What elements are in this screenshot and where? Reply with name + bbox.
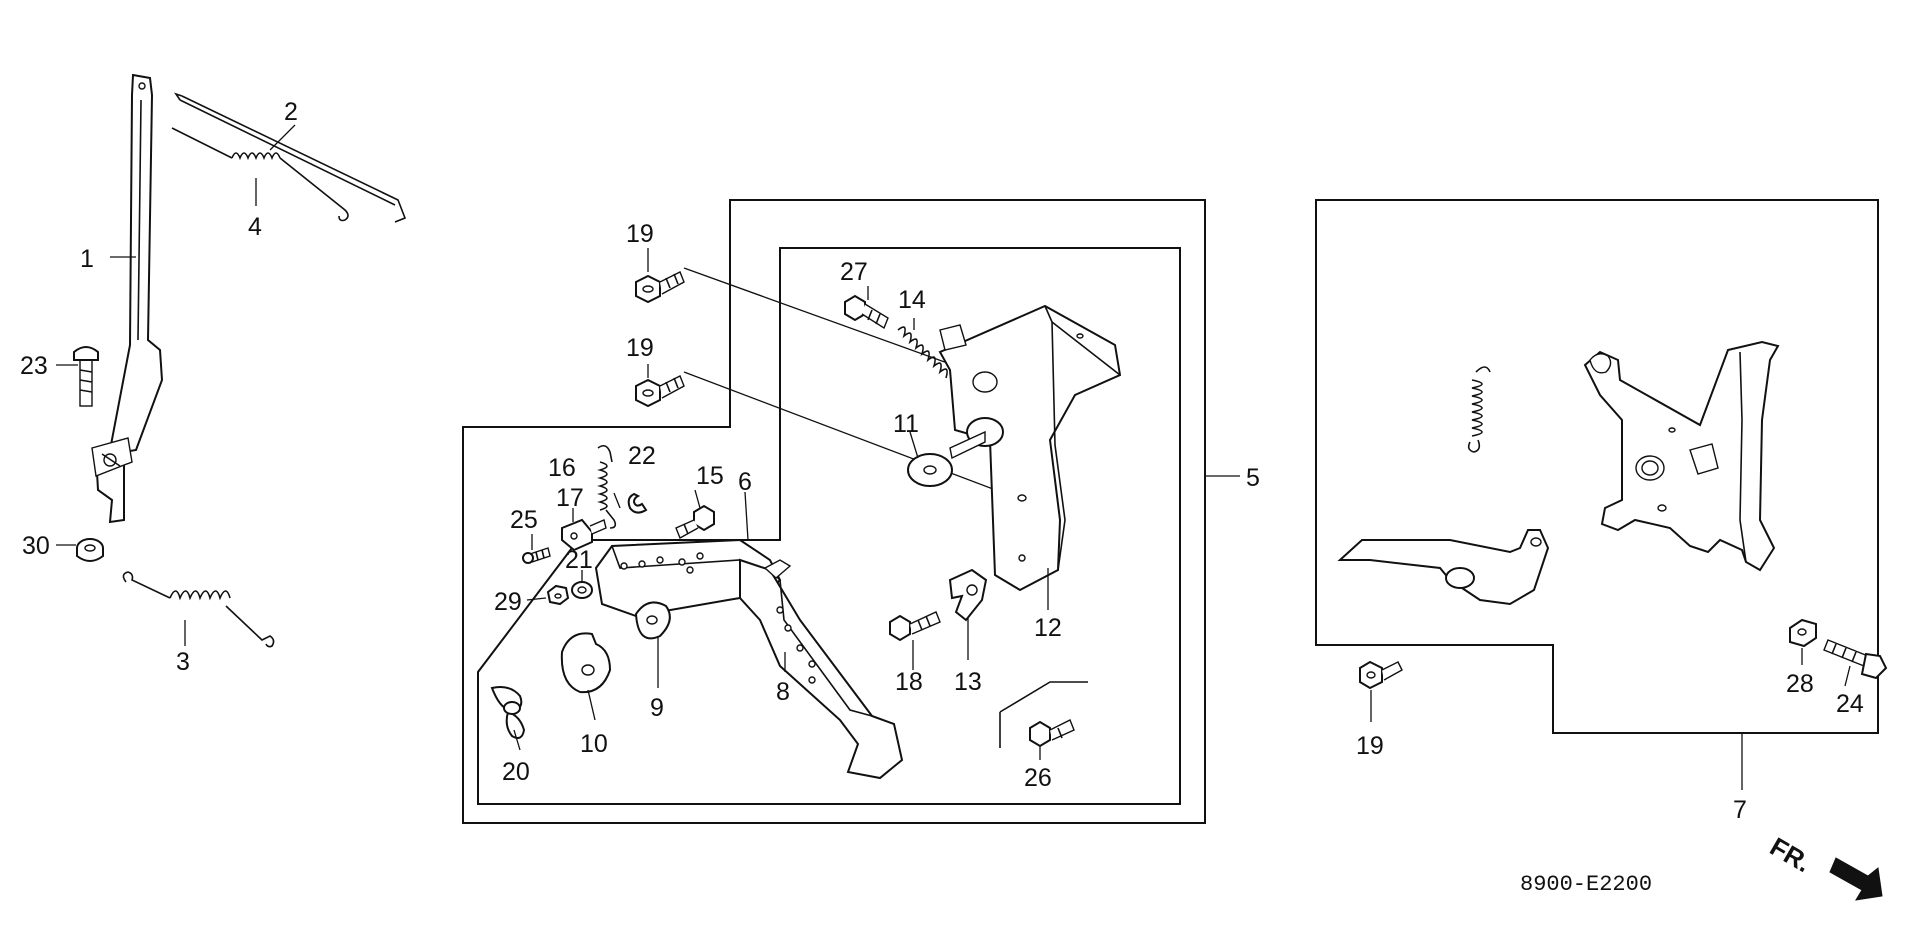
label-part-9: 9: [650, 694, 664, 722]
label-part-23: 23: [20, 352, 48, 380]
label-part-15: 15: [696, 462, 724, 490]
label-part-11: 11: [893, 410, 919, 438]
rod-part-1: [91, 73, 164, 524]
label-part-17: 17: [556, 484, 584, 512]
label-part-1: 1: [80, 245, 94, 273]
bolt-part-19-a: [635, 271, 685, 304]
bracket-outline-26: [999, 681, 1088, 748]
block-part-17: [561, 518, 607, 552]
stud-on-plate: [949, 417, 1004, 460]
spring-part-4: [171, 127, 349, 222]
label-part-19-a: 19: [626, 220, 654, 248]
label-part-2: 2: [284, 98, 298, 126]
bolt-part-23: [73, 346, 99, 407]
label-part-25: 25: [510, 506, 538, 534]
spring-part-14: [897, 326, 948, 379]
bolt-part-26: [1029, 719, 1075, 748]
bolt-part-19-c: [1359, 660, 1403, 690]
nut-part-30: [76, 538, 104, 562]
label-part-20: 20: [502, 758, 530, 786]
label-part-26: 26: [1024, 764, 1052, 792]
assembly-frame-7: [1315, 199, 1879, 734]
label-part-13: 13: [954, 668, 982, 696]
label-part-16: 16: [548, 454, 576, 482]
label-part-10: 10: [580, 730, 608, 758]
label-part-7: 7: [1733, 796, 1747, 824]
bolt-part-18: [889, 611, 941, 642]
arm-part-8: [739, 558, 904, 780]
assembly-frame-5: [462, 199, 1206, 824]
bolt-part-24: [1823, 639, 1888, 680]
nut-part-29: [546, 584, 570, 606]
label-part-19-c: 19: [1356, 732, 1384, 760]
label-part-3: 3: [176, 648, 190, 676]
lever-arm-part-7: [1337, 529, 1550, 606]
front-direction-arrow-icon: [1829, 857, 1883, 901]
clip-part-22: [627, 492, 648, 514]
spring-part-16: [597, 444, 617, 529]
washer-part-9: [634, 601, 671, 640]
arm-part-6: [594, 538, 782, 618]
spring-part-7-spring: [1467, 366, 1491, 453]
label-part-6: 6: [738, 468, 752, 496]
bracket-plate-part-7: [1583, 340, 1780, 572]
label-part-21: 21: [565, 546, 593, 574]
label-part-18: 18: [895, 668, 923, 696]
rod-part-2: [174, 92, 407, 223]
label-part-28: 28: [1786, 670, 1814, 698]
label-part-12: 12: [1034, 614, 1062, 642]
plate-part-12: [938, 304, 1122, 592]
cam-part-10: [560, 632, 612, 694]
bolt-part-15: [675, 504, 715, 539]
wing-nut-part-20: [490, 686, 526, 739]
washer-part-21: [571, 581, 593, 599]
nut-part-28: [1789, 618, 1817, 648]
label-part-30: 30: [22, 532, 50, 560]
washer-part-11: [907, 453, 953, 487]
label-part-14: 14: [898, 286, 926, 314]
label-part-29: 29: [494, 588, 522, 616]
bolt-part-27: [844, 294, 889, 330]
spring-part-3: [122, 571, 275, 648]
diagram-code: 8900-E2200: [1520, 872, 1652, 897]
label-part-4: 4: [248, 213, 262, 241]
bracket-part-13: [948, 568, 988, 622]
label-part-22: 22: [628, 442, 656, 470]
front-direction-label: FR.: [1765, 831, 1816, 878]
label-part-24: 24: [1836, 690, 1864, 718]
label-part-19-b: 19: [626, 334, 654, 362]
assembly-frame-inner: [477, 247, 1181, 805]
label-part-27: 27: [840, 258, 868, 286]
bolt-part-19-b: [635, 375, 685, 408]
screw-part-25: [522, 547, 551, 564]
label-part-5: 5: [1246, 464, 1260, 492]
label-part-8: 8: [776, 678, 790, 706]
